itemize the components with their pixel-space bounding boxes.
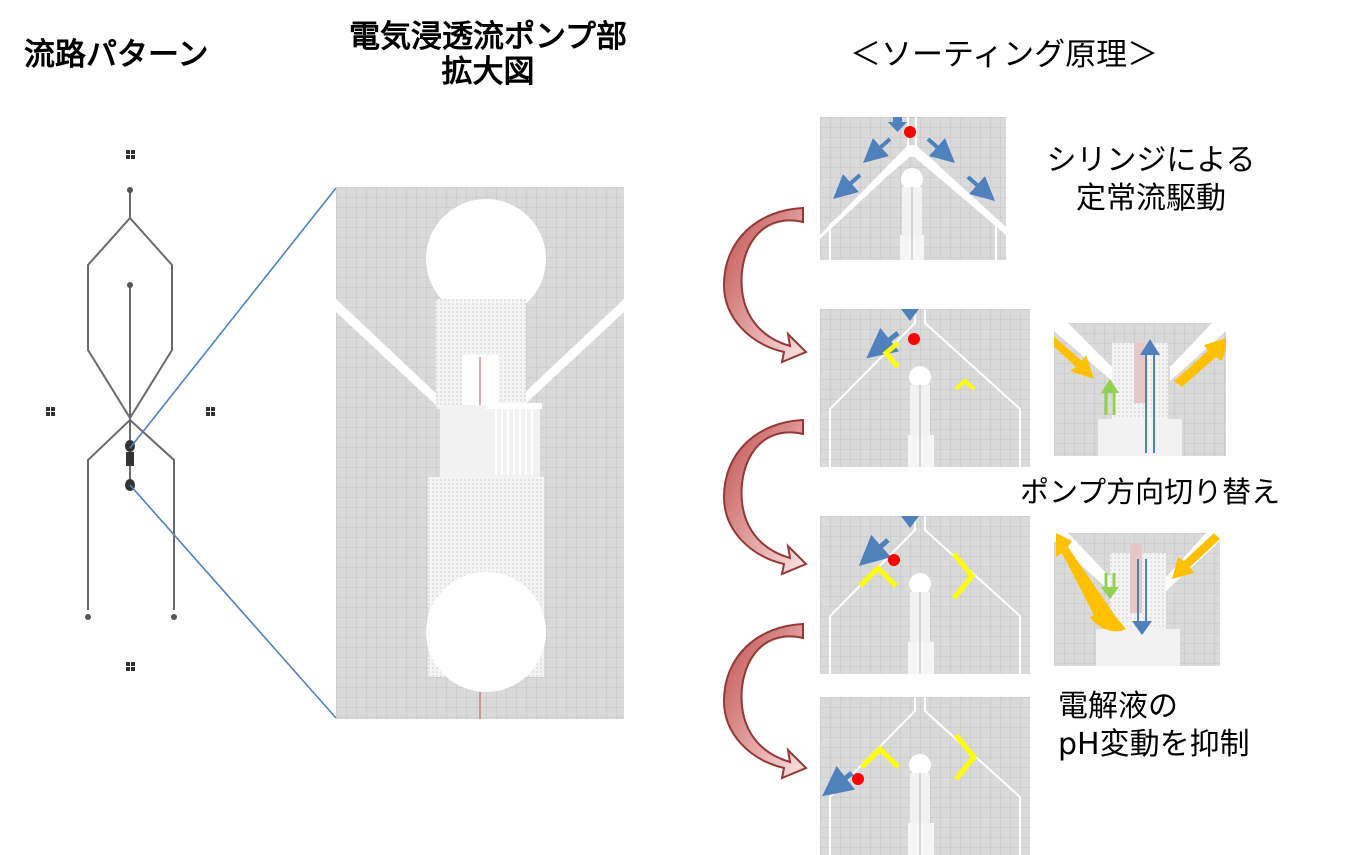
flow-arrow-down [901,309,919,321]
flow-arrow-left [822,765,856,797]
syringe-line1: シリンジによる [1046,143,1256,178]
flow-arrow-left-1 [863,137,892,163]
electrolyte-line2: pH変動を抑制 [1058,726,1250,762]
sorting-step-4 [820,697,1030,855]
yellow-marker-right [954,378,976,391]
inlet-port [127,187,133,193]
transition-arrows [722,206,808,780]
syringe-line2: 定常流駆動 [1076,180,1226,216]
center-port [127,282,133,288]
outlet-port-left [85,614,91,620]
blue-arrows-down [1137,559,1147,625]
pump-title-line1: 電気浸透流ポンプ部 [348,19,628,55]
pump-enlarged-view [336,187,624,719]
pump-enlarged-title: 電気浸透流ポンプ部 拡大図 [318,20,658,89]
orange-arrow-out [1174,338,1226,387]
particle [852,773,864,785]
flow-arrow-right-2 [966,175,995,201]
channel-pattern-title: 流路パターン [24,37,209,73]
alignment-mark-left [46,407,55,416]
alignment-mark-right [206,407,215,416]
flow-arrow-down [888,117,907,132]
yellow-marker-left [858,564,898,588]
flow-arrow-left [866,327,900,359]
yellow-marker-left [860,745,900,769]
orange-arrow-in [1054,336,1094,379]
flow-arrow-left-2 [833,173,862,199]
orange-arrow-out-curved [1056,533,1126,632]
particle [908,333,920,345]
sorting-step-3 [820,516,1030,674]
alignment-mark-top [126,150,135,159]
zoom-connector-lines [129,187,337,719]
green-arrows-up [1104,389,1116,415]
pump-title-line2: 拡大図 [441,53,535,90]
particle [888,554,900,566]
particle [904,126,916,138]
orange-arrow-in [1172,533,1220,579]
pump-detail-step-2 [1054,323,1226,456]
alignment-mark-bottom [126,662,135,671]
outlet-port-right [171,614,177,620]
pump-chamber [440,405,540,477]
yellow-marker-right [954,733,978,781]
top-reservoir [426,199,546,319]
bottom-reservoir [426,572,546,692]
yellow-marker-right [952,552,976,600]
pump-switch-caption: ポンプ方向切り替え [1020,475,1281,509]
flow-arrow-down [901,516,919,528]
electrolyte-line1: 電解液の [1058,689,1178,724]
flow-arrow-right-1 [926,137,955,163]
electrolyte-caption: 電解液の pH変動を抑制 [1058,688,1250,763]
curved-arrow-2 [722,418,808,576]
syringe-drive-caption: シリンジによる 定常流駆動 [1036,142,1266,217]
flow-arrow-left [858,534,892,566]
curved-arrow-3 [722,622,808,780]
sorting-step-2 [820,309,1030,467]
yellow-marker-left [882,341,900,369]
blue-arrows-up [1145,351,1155,453]
pump-detail-step-3 [1054,533,1220,666]
sorting-principle-title: ＜ソーティング原理＞ [850,37,1159,73]
sorting-step-1 [820,117,1006,260]
curved-arrow-1 [722,206,808,364]
